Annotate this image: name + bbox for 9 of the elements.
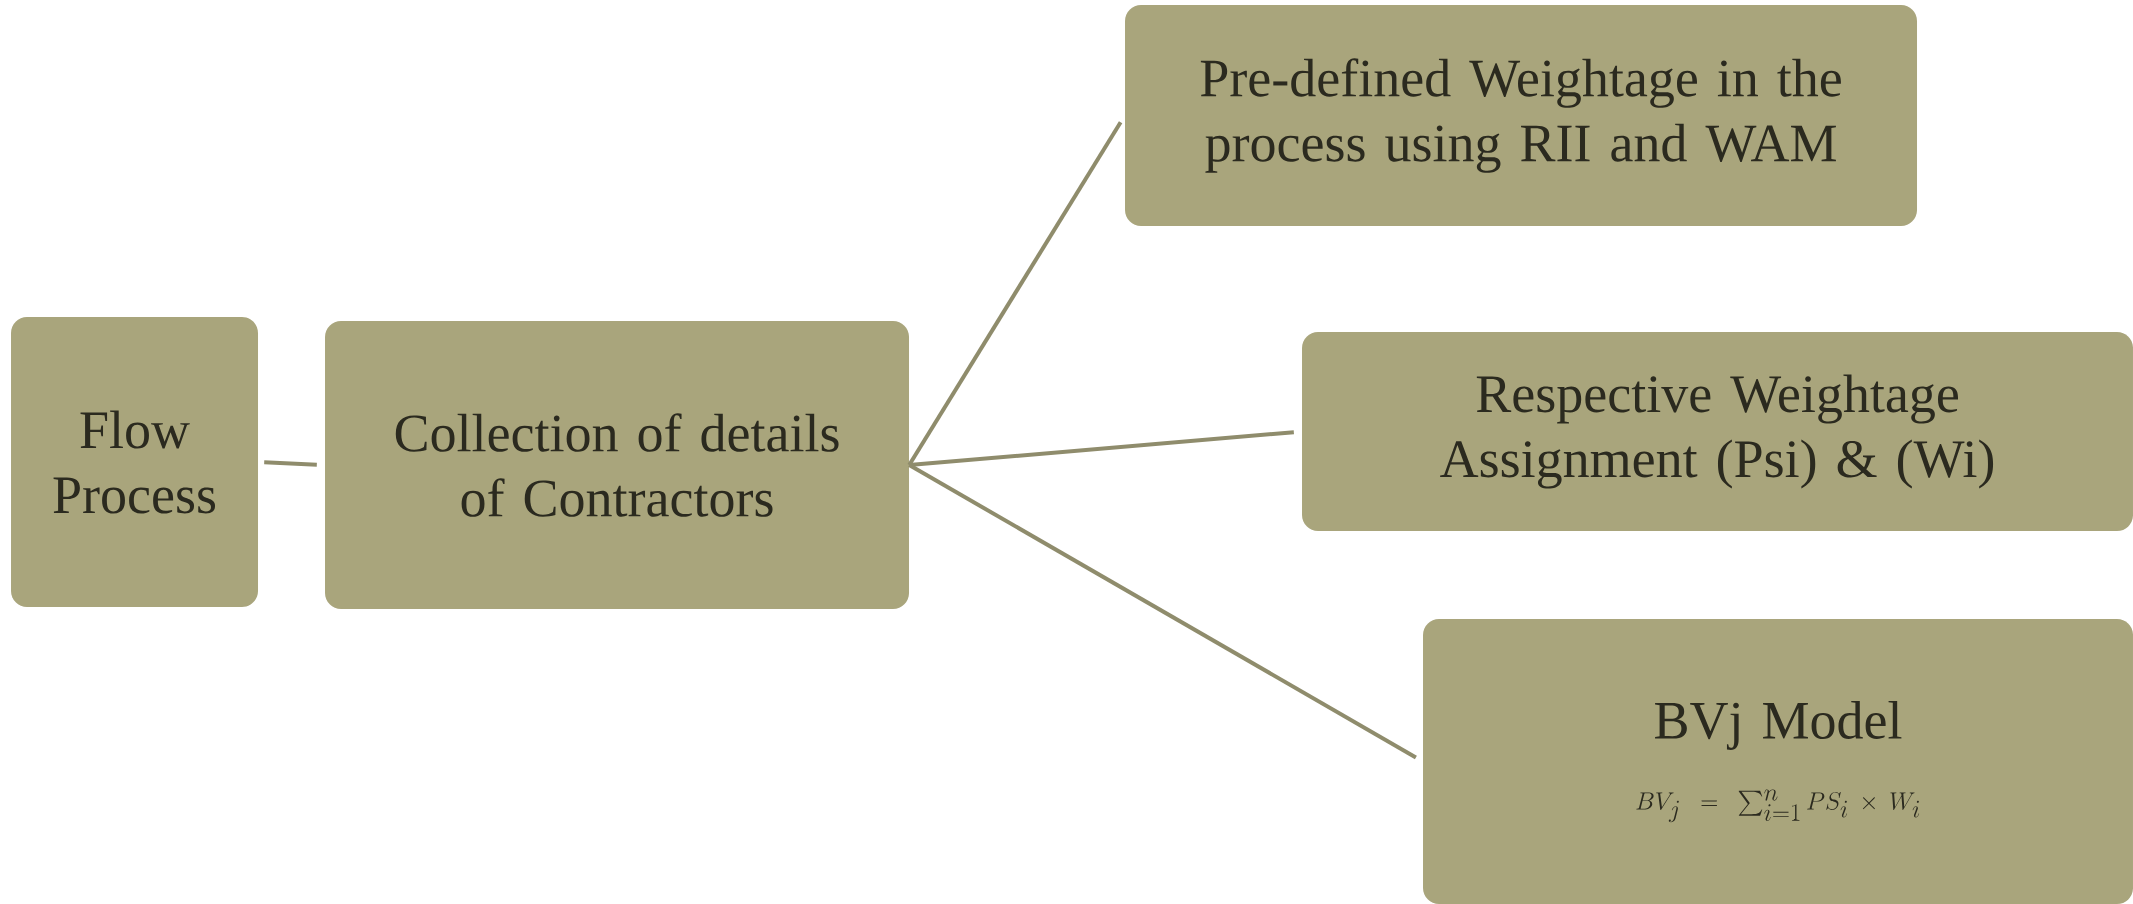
process-box: Respective Weightage Assignment (Psi) & (Wi) bbox=[1302, 332, 2133, 531]
process-box: BVj Model $BV_j = \sum_{i=1}^{n} PS_i \times W_i$ bbox=[1423, 619, 2133, 904]
connector-line bbox=[908, 463, 1417, 760]
connector-line bbox=[907, 121, 1123, 467]
connector-line bbox=[909, 430, 1294, 467]
process-box: Pre-defined Weightage in the process using RII and WAM bbox=[1125, 5, 1917, 226]
process-box: Collection of details of Contractors bbox=[325, 321, 909, 609]
process-box: Flow Process bbox=[11, 317, 258, 607]
connector-line bbox=[264, 460, 317, 467]
